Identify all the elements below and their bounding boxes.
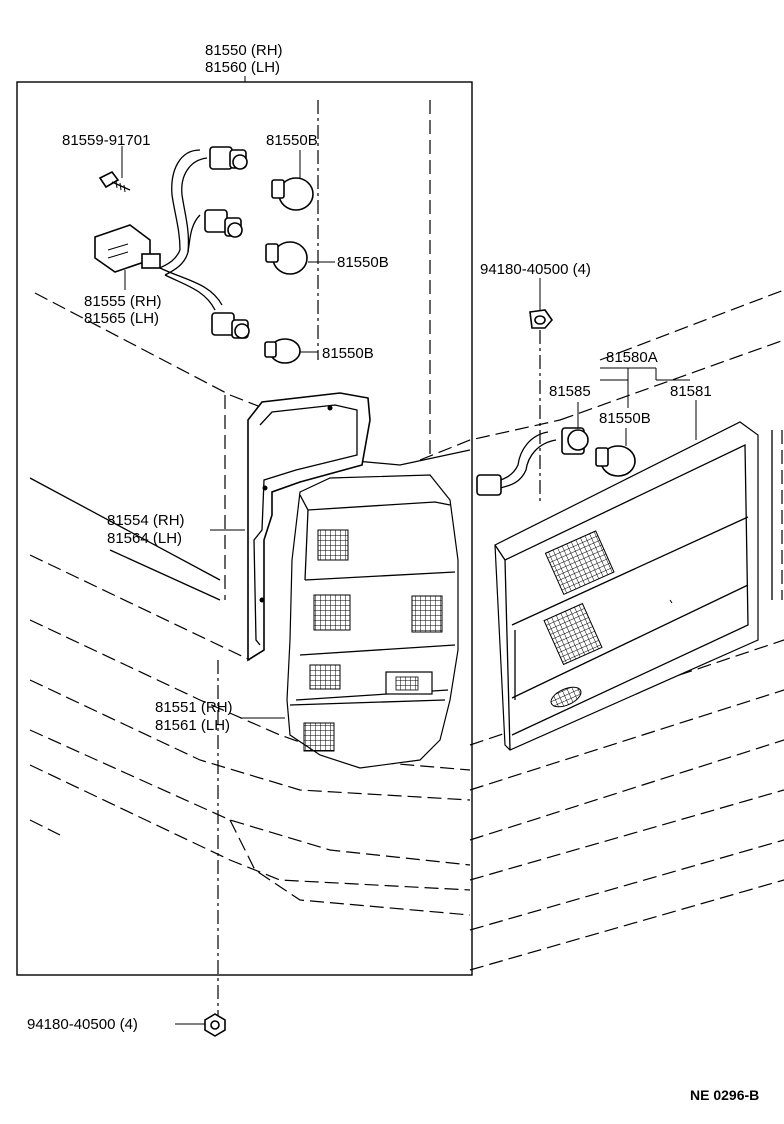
label-back-bulb: 81550B: [599, 410, 651, 427]
leader-lines: [121, 146, 697, 1025]
backup-lamp-lens: [494, 421, 759, 751]
label-lens-rh: 81551 (RH): [155, 699, 233, 716]
label-gasket-rh: 81554 (RH): [107, 512, 185, 529]
label-back-lens: 81581: [670, 383, 712, 400]
bulb-middle-icon: [265, 241, 308, 275]
label-bulb-mid: 81550B: [337, 254, 389, 271]
bulb-bottom-icon: [264, 338, 301, 364]
label-nut-top: 94180-40500 (4): [480, 261, 591, 278]
screw-icon: [98, 170, 131, 193]
bulb-top-icon: [271, 177, 314, 211]
label-lens-lh: 81561 (LH): [155, 717, 230, 734]
tail-lamp-lens: [286, 474, 459, 769]
label-back-socket: 81585: [549, 383, 591, 400]
label-bulb-bot: 81550B: [322, 345, 374, 362]
label-assy-rh: 81550 (RH): [205, 42, 283, 59]
nut-bottom-icon: [204, 1013, 226, 1037]
label-back-assy: 81580A: [606, 349, 658, 366]
label-socket-rh: 81555 (RH): [84, 293, 162, 310]
nut-top-icon: [529, 309, 554, 329]
lamp-gasket: [247, 392, 371, 662]
label-gasket-lh: 81564 (LH): [107, 530, 182, 547]
label-screw: 81559-91701: [62, 132, 150, 149]
wire-connector: [94, 224, 161, 273]
backup-socket: [476, 427, 589, 496]
bulb-socket-bottom: [211, 312, 250, 339]
figure-code: NE 0296-B: [690, 1087, 759, 1103]
backup-bulb-icon: [595, 445, 636, 477]
bulb-socket-middle: [204, 209, 243, 238]
label-bulb-top: 81550B: [266, 132, 318, 149]
label-assy-lh: 81560 (LH): [205, 59, 280, 76]
label-nut-bottom: 94180-40500 (4): [27, 1016, 138, 1033]
lens-hatching: [303, 529, 443, 752]
socket-wire-harness: [94, 146, 250, 339]
label-socket-lh: 81565 (LH): [84, 310, 159, 327]
bulb-socket-top: [209, 146, 248, 170]
